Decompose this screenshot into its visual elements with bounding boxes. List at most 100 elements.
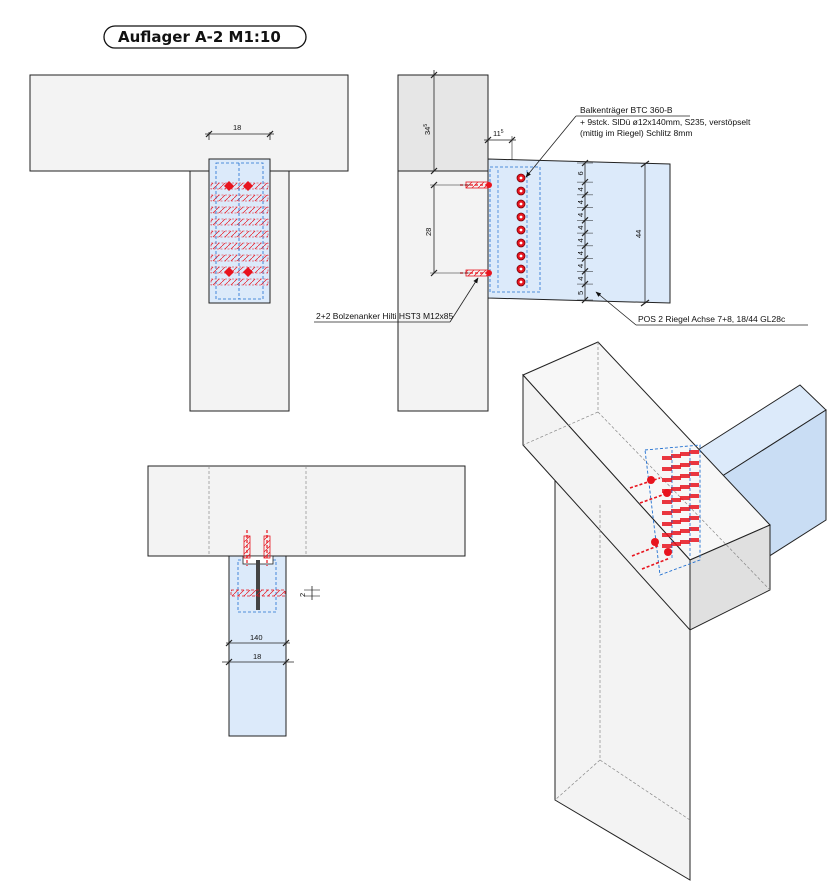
bracket-label-line2: + 9stck. SlDü ø12x140mm, S235, verstöpse… [580, 117, 751, 127]
dowel-marker-icon [210, 182, 269, 190]
dowel-marker-icon [689, 483, 699, 487]
dim-label: 18 [253, 652, 261, 661]
dimension-inner: 140 [225, 633, 290, 650]
dowel-marker-icon [662, 544, 672, 548]
dowel-marker-icon [210, 218, 269, 226]
dowel-marker-icon [680, 529, 690, 533]
dimension-tick-icon [640, 160, 650, 168]
dowel-marker-icon [210, 206, 269, 214]
dimension-width-front: 18 [205, 123, 274, 140]
dowel-marker-icon [689, 494, 699, 498]
dowel-marker-icon [671, 520, 681, 524]
dimension-top-height: 345 [423, 70, 438, 175]
dim-label: 28 [424, 228, 433, 236]
dowel-marker-icon [680, 496, 690, 500]
dowel-spacing-label: 4 [576, 226, 585, 230]
dowel-marker-icon [210, 230, 269, 238]
bolt-anchor-icon [243, 530, 251, 566]
dowel-marker-icon [680, 474, 690, 478]
dowel-spacing-label: 4 [576, 277, 585, 281]
dim-label: 140 [250, 633, 263, 642]
drawing-title: Auflager A-2 M1:10 [103, 25, 307, 49]
dowel-marker-icon [662, 478, 672, 482]
dowel-marker-icon [224, 267, 234, 277]
dowel-spacing-label: 4 [576, 187, 585, 191]
concrete-beam-plan [147, 465, 466, 557]
dimension-tick-icon [430, 181, 438, 189]
dim-label: 18 [233, 123, 241, 132]
dowel-marker-icon [671, 509, 681, 513]
bracket-label-line3: (mittig im Riegel) Schlitz 8mm [580, 128, 692, 138]
dowel-spacing-label: 4 [576, 264, 585, 268]
dowel-marker-icon [689, 461, 699, 465]
leader-arrow-icon [595, 291, 637, 326]
dowel-marker-icon [662, 511, 672, 515]
dowel-marker-icon [662, 456, 672, 460]
dowel-marker-icon [671, 542, 681, 546]
dowel-marker-icon [210, 254, 269, 262]
dowel-column-side [516, 173, 526, 287]
dowel-marker-icon [689, 516, 699, 520]
dowel-marker-icon [671, 454, 681, 458]
dimension-tick-icon [430, 167, 438, 175]
dowel-marker-icon [210, 278, 269, 286]
dimension-tick-icon [508, 136, 516, 144]
dowel-marker-icon [680, 485, 690, 489]
bolt-anchor-icon [263, 530, 271, 566]
dowel-marker-icon [689, 450, 699, 454]
front-elevation-view: 18 [29, 74, 349, 412]
dim-label: 44 [634, 230, 643, 238]
dimension-slot: 2 [298, 586, 320, 600]
dowel-spacing-label: 4 [576, 251, 585, 255]
leader-arrow-icon [449, 277, 479, 323]
dowel-marker-icon [671, 498, 681, 502]
dimension-tick-icon [430, 71, 438, 79]
dowel-marker-icon [662, 533, 672, 537]
dim-label: 115 [493, 129, 504, 138]
dim-label: 2 [298, 593, 307, 597]
dowel-spacing-label: 4 [576, 200, 585, 204]
dowel-marker-icon [689, 527, 699, 531]
dimension-tick-icon [282, 639, 290, 647]
dowel-marker-icon [680, 463, 690, 467]
dowel-marker-icon [243, 181, 253, 191]
dowel-spacing-label: 4 [576, 213, 585, 217]
dowel-marker-icon [671, 476, 681, 480]
dowel-marker-icon [671, 465, 681, 469]
dowel-spacing-label: 4 [576, 238, 585, 242]
dowel-marker-icon [680, 452, 690, 456]
dimension-beam-height: 44 [634, 160, 650, 307]
dowel-marker-icon [210, 194, 269, 202]
bracket-annotation: Balkenträger BTC 360-B + 9stck. SlDü ø12… [525, 105, 751, 178]
dimension-tick-icon [225, 658, 233, 666]
dimension-tick-icon [640, 299, 650, 307]
dowel-marker-icon [680, 540, 690, 544]
dowel-marker-icon [689, 538, 699, 542]
dowel-marker-icon [662, 522, 672, 526]
anchor-label: 2+2 Bolzenanker Hilti HST3 M12x85 [316, 311, 454, 321]
dimension-tick-icon [225, 639, 233, 647]
title-text: Auflager A-2 M1:10 [118, 28, 281, 46]
dimension-offset: 115 [484, 129, 516, 160]
anchor-annotation: 2+2 Bolzenanker Hilti HST3 M12x85 [314, 277, 479, 323]
isometric-view [522, 341, 827, 881]
dimension-tick-icon [484, 136, 492, 144]
steel-plate-plan [256, 560, 260, 610]
dowel-marker-icon [662, 467, 672, 471]
dimension-tick-icon [266, 130, 274, 138]
dowel-marker-icon [210, 266, 269, 274]
dimension-tick-icon [205, 130, 213, 138]
dowel-marker-icon [671, 487, 681, 491]
dowel-marker-icon [230, 589, 286, 597]
dowel-marker-icon [680, 507, 690, 511]
dowel-marker-icon [224, 181, 234, 191]
dowel-marker-icon [680, 518, 690, 522]
concrete-beam-side [397, 74, 489, 172]
dowel-marker-icon [671, 531, 681, 535]
timber-beam-side [487, 158, 671, 304]
dowel-marker-icon [662, 500, 672, 504]
dowel-row-group-front [210, 163, 269, 299]
